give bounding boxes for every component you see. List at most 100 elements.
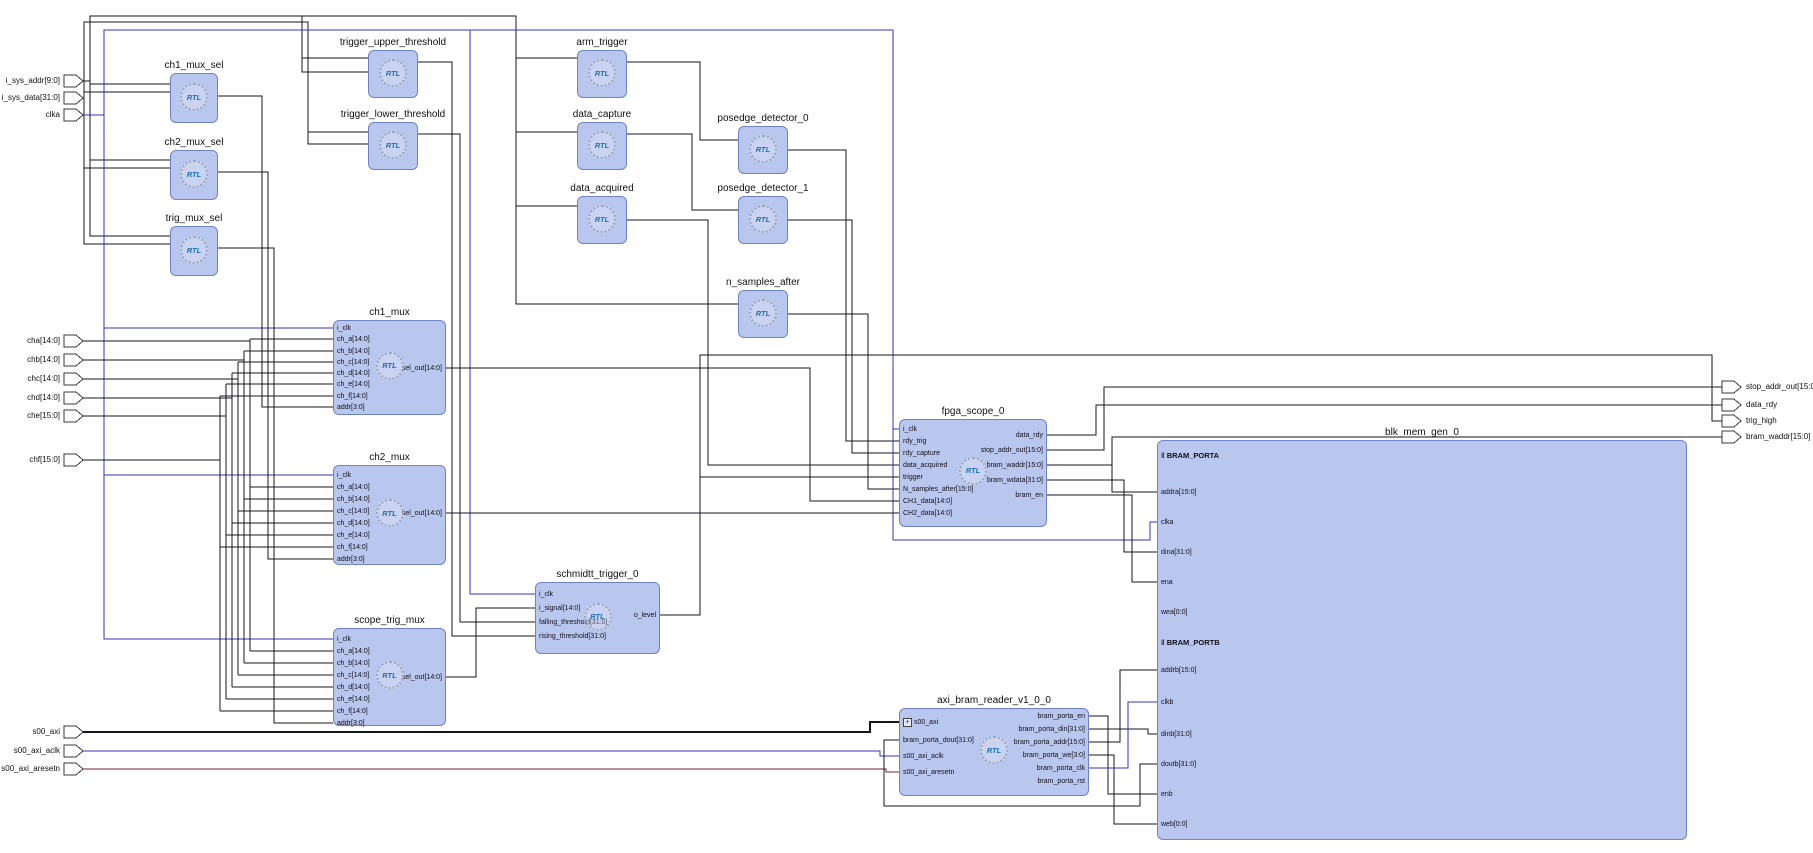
input-port-chc[14:0][interactable] [63,372,84,386]
port-clkb[interactable]: clkb [1161,698,1173,707]
port-CH2_data[14:0][interactable]: CH2_data[14:0] [903,509,952,518]
wire[interactable] [660,476,899,616]
port-bram_en[interactable]: bram_en [1015,491,1043,500]
port-i_clk[interactable]: i_clk [337,324,351,333]
wire[interactable] [1047,479,1157,553]
input-port-clka[interactable] [63,108,84,122]
port-sel_out[14:0][interactable]: sel_out[14:0] [402,673,442,682]
wire[interactable] [627,219,899,466]
port-bram_porta_din[31:0][interactable]: bram_porta_din[31:0] [1018,725,1085,734]
port-bram_porta_en[interactable]: bram_porta_en [1038,712,1085,721]
wire[interactable] [78,114,333,640]
port-ch_f[14:0][interactable]: ch_f[14:0] [337,543,368,552]
port-enb[interactable]: enb [1161,790,1173,799]
port-N_samples_after[15:0][interactable]: N_samples_after[15:0] [903,485,973,494]
wire[interactable] [788,149,899,442]
wire[interactable] [78,768,899,773]
wire[interactable] [788,219,899,454]
port-i_clk[interactable]: i_clk [539,590,553,599]
port-ch_c[14:0][interactable]: ch_c[14:0] [337,671,369,680]
wire[interactable] [1089,669,1157,743]
output-port-data_rdy[interactable] [1721,398,1742,412]
port-ch_e[14:0][interactable]: ch_e[14:0] [337,380,370,389]
wire[interactable] [1089,701,1157,769]
port-ch_c[14:0][interactable]: ch_c[14:0] [337,507,369,516]
port-ch_c[14:0][interactable]: ch_c[14:0] [337,358,369,367]
port-ch_e[14:0][interactable]: ch_e[14:0] [337,695,370,704]
input-port-i_sys_addr[9:0][interactable] [63,74,84,88]
port-data_acquired[interactable]: data_acquired [903,461,947,470]
wire[interactable] [446,367,899,502]
port-bram_wdata[31:0][interactable]: bram_wdata[31:0] [987,476,1043,485]
port-falling_threshold[31:0][interactable]: falling_threshold[31:0] [539,618,608,627]
input-port-s00_axi[interactable] [63,725,84,739]
wire[interactable] [1047,386,1722,451]
wire[interactable] [1111,465,1157,493]
port-i_clk[interactable]: i_clk [337,635,351,644]
wire[interactable] [627,133,738,211]
port-ch_d[14:0][interactable]: ch_d[14:0] [337,519,370,528]
input-port-chb[14:0][interactable] [63,353,84,367]
port-bram_porta_clk[interactable]: bram_porta_clk [1037,764,1085,773]
port-trigger[interactable]: trigger [903,473,923,482]
port-ch_a[14:0][interactable]: ch_a[14:0] [337,647,370,656]
wire[interactable] [78,91,170,99]
port-clka[interactable]: clka [1161,518,1173,527]
wire[interactable] [470,29,894,540]
port-s00_axi[interactable]: +s00_axi [903,718,938,727]
port-addra[15:0][interactable]: addra[15:0] [1161,488,1196,497]
port-data_rdy[interactable]: data_rdy [1016,431,1043,440]
input-port-chd[14:0][interactable] [63,391,84,405]
wire[interactable] [83,168,170,245]
wire[interactable] [83,21,368,145]
interface-header-BRAM_PORTB[interactable]: ‖BRAM_PORTB [1161,638,1220,647]
port-doutb[31:0][interactable]: doutb[31:0] [1161,760,1196,769]
port-dinb[31:0][interactable]: dinb[31:0] [1161,730,1192,739]
port-CH1_data[14:0][interactable]: CH1_data[14:0] [903,497,952,506]
expand-plus-icon[interactable]: + [903,718,912,727]
input-port-i_sys_data[31:0][interactable] [63,91,84,105]
output-port-trig_high[interactable] [1721,414,1742,428]
port-ch_f[14:0][interactable]: ch_f[14:0] [337,392,368,401]
port-bram_porta_addr[15:0][interactable]: bram_porta_addr[15:0] [1014,738,1085,747]
input-port-cha[14:0][interactable] [63,334,84,348]
wire[interactable] [418,61,535,637]
port-ch_f[14:0][interactable]: ch_f[14:0] [337,707,368,716]
wire[interactable] [302,15,738,305]
port-bram_waddr[15:0][interactable]: bram_waddr[15:0] [987,461,1043,470]
output-port-stop_addr_out[15:0][interactable] [1721,380,1742,394]
wire[interactable] [893,521,1157,541]
port-bram_porta_we[3:0][interactable]: bram_porta_we[3:0] [1023,751,1085,760]
wire[interactable] [83,92,170,169]
wire[interactable] [1089,728,1157,735]
port-ch_b[14:0][interactable]: ch_b[14:0] [337,659,370,668]
port-stop_addr_out[15:0][interactable]: stop_addr_out[15:0] [981,446,1043,455]
port-o_level[interactable]: o_level [634,611,656,620]
port-sel_out[14:0][interactable]: sel_out[14:0] [402,364,442,373]
wire[interactable] [788,313,899,490]
port-ch_a[14:0][interactable]: ch_a[14:0] [337,335,370,344]
wire[interactable] [218,247,333,724]
wire[interactable] [78,721,899,733]
port-ch_e[14:0][interactable]: ch_e[14:0] [337,531,370,540]
port-i_signal[14:0][interactable]: i_signal[14:0] [539,604,580,613]
port-ch_a[14:0][interactable]: ch_a[14:0] [337,483,370,492]
wire[interactable] [418,133,535,623]
wire[interactable] [78,80,170,85]
port-ch_d[14:0][interactable]: ch_d[14:0] [337,683,370,692]
port-addr[3:0][interactable]: addr[3:0] [337,555,365,564]
